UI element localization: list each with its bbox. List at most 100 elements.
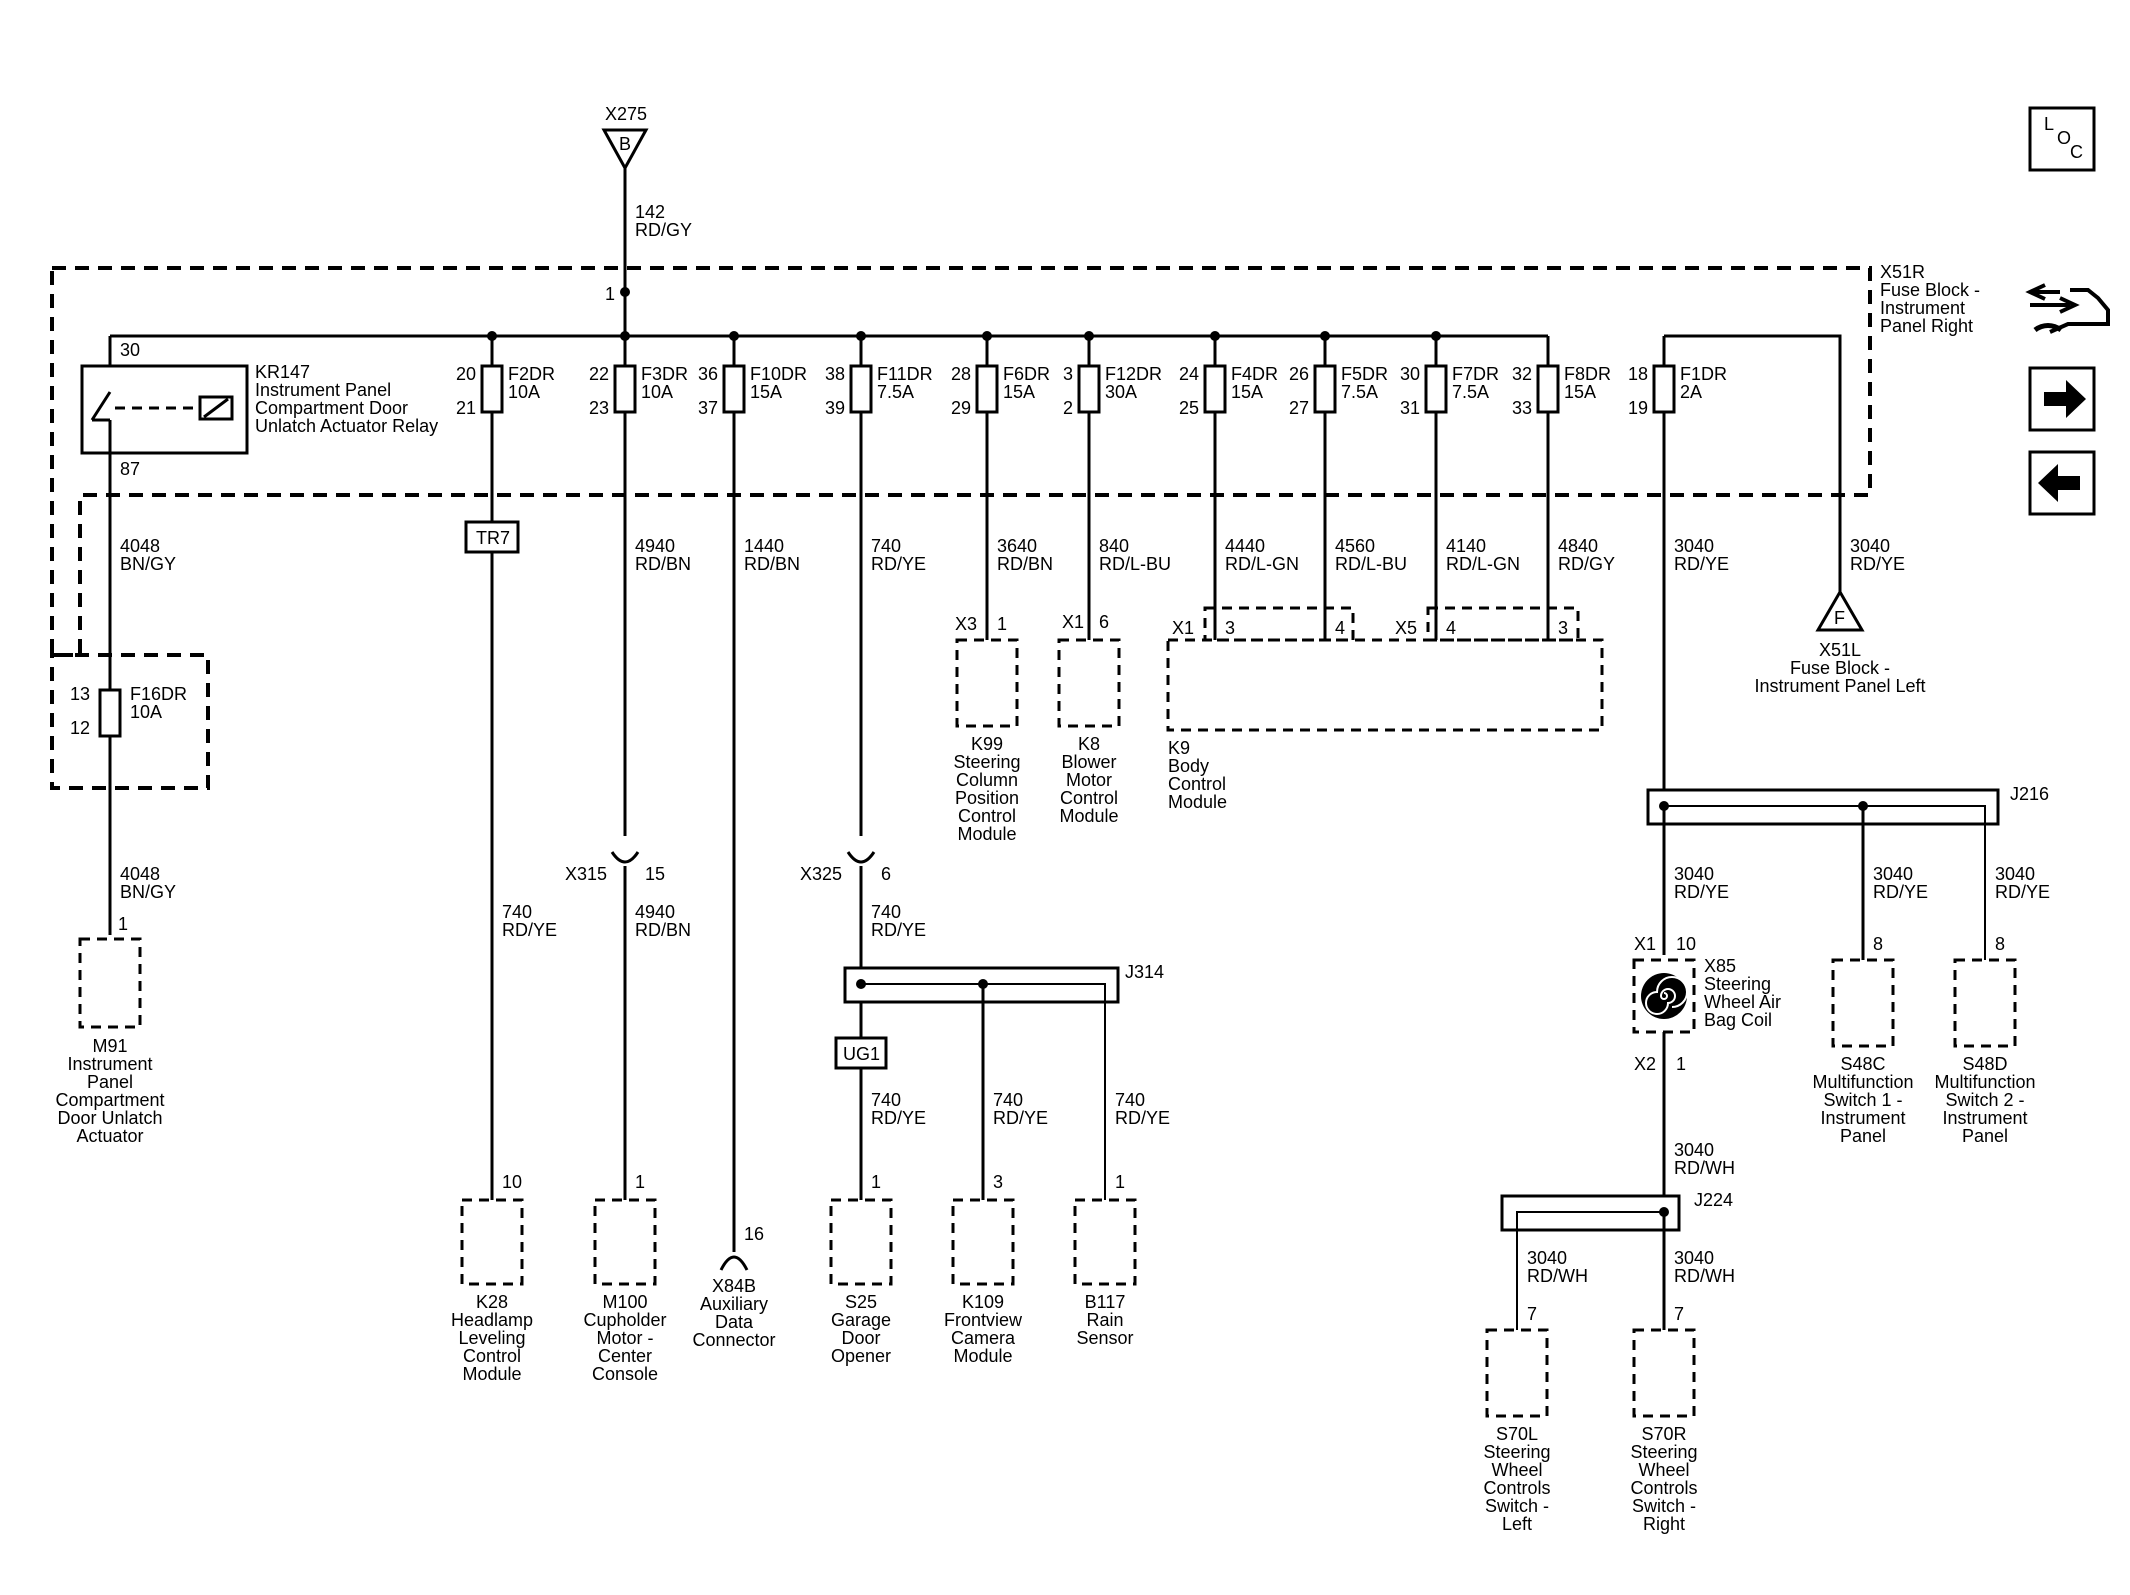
wire-740-color: RD/YE: [871, 1108, 926, 1128]
s70r-desc: Steering: [1630, 1442, 1697, 1462]
s70r-desc: Controls: [1630, 1478, 1697, 1498]
fuse-pin-in: 32: [1512, 364, 1532, 384]
wire-740-number: 740: [871, 536, 901, 556]
connector-view-icon[interactable]: [2025, 283, 2110, 334]
fuse-amperage: 15A: [1564, 382, 1596, 402]
s25-desc: Garage: [831, 1310, 891, 1330]
s48c-component: [1831, 958, 1895, 1048]
x51l-desc: Instrument Panel Left: [1754, 676, 1925, 696]
fuse-pin-in: 30: [1400, 364, 1420, 384]
x315-pin: 15: [645, 864, 665, 884]
k9-desc: Control: [1168, 774, 1226, 794]
wire-740-color: RD/YE: [502, 920, 557, 940]
x315-connector: [610, 851, 640, 864]
f16dr-fuse-outline: [50, 653, 210, 790]
fuse-block-outline: [50, 266, 1872, 657]
loc-button[interactable]: L O C: [2028, 106, 2096, 172]
x51r-label-line4: Panel Right: [1880, 316, 1973, 336]
s48c-desc: Multifunction: [1812, 1072, 1913, 1092]
tr7-label: TR7: [476, 528, 510, 548]
fuse-amperage: 10A: [508, 382, 540, 402]
fuse-pin-in: 20: [456, 364, 476, 384]
wire-3040-color: RD/YE: [1850, 554, 1905, 574]
next-page-button[interactable]: [2028, 366, 2096, 432]
fuse-pin-out: 23: [589, 398, 609, 418]
fuse-amperage: 7.5A: [1452, 382, 1489, 402]
k9-x1-label: X1: [1172, 618, 1194, 638]
fuse-name: F10DR: [750, 364, 807, 384]
f16dr-name: F16DR: [130, 684, 187, 704]
air-bag-coil-icon: [1641, 973, 1688, 1019]
fuse-pin-in: 28: [951, 364, 971, 384]
wire-3040-color: RD/WH: [1674, 1266, 1735, 1286]
k9-x1-pin: 4: [1335, 618, 1345, 638]
k99-name: K99: [971, 734, 1003, 754]
x275-letter: B: [619, 134, 631, 154]
previous-page-button[interactable]: [2028, 450, 2096, 516]
s48c-pin: 8: [1873, 934, 1883, 954]
wire-740-number: 740: [1115, 1090, 1145, 1110]
k9-desc: Module: [1168, 792, 1227, 812]
k109-pin: 3: [993, 1172, 1003, 1192]
k9-x1-pin: 3: [1225, 618, 1235, 638]
wire-4560-number: 4560: [1335, 536, 1375, 556]
s70l-desc: Switch -: [1485, 1496, 1549, 1516]
k28-component: [460, 1198, 524, 1286]
fuse-name: F1DR: [1680, 364, 1727, 384]
fuse-pin-out: 2: [1063, 398, 1073, 418]
loc-letter-l: L: [2044, 114, 2054, 134]
x325-label: X325: [800, 864, 842, 884]
k8-desc: Module: [1059, 806, 1118, 826]
m100-name: M100: [602, 1292, 647, 1312]
k9-x5-pin: 4: [1446, 618, 1456, 638]
wire-4048-color: BN/GY: [120, 882, 176, 902]
b117-desc: Sensor: [1076, 1328, 1133, 1348]
x51l-letter: F: [1834, 608, 1845, 628]
fuse-pin-out: 29: [951, 398, 971, 418]
fuse-pin-out: 39: [825, 398, 845, 418]
wire-3040-number: 3040: [1527, 1248, 1567, 1268]
x84b-connector: [719, 1255, 749, 1271]
wire-3040-number: 3040: [1850, 536, 1890, 556]
s70r-pin: 7: [1674, 1304, 1684, 1324]
s25-name: S25: [845, 1292, 877, 1312]
fuse-pin-out: 37: [698, 398, 718, 418]
kr147-desc-3: Unlatch Actuator Relay: [255, 416, 438, 436]
wire-740-number: 740: [993, 1090, 1023, 1110]
x51l-connector-icon: [1815, 589, 1865, 632]
fuse-name: F6DR: [1003, 364, 1050, 384]
x275-label: X275: [605, 104, 647, 124]
s48d-desc: Panel: [1962, 1126, 2008, 1146]
s48d-desc: Switch 2 -: [1945, 1090, 2024, 1110]
wire-3040-color: RD/YE: [1873, 882, 1928, 902]
splice-dot: [620, 287, 630, 297]
b117-component: [1073, 1198, 1137, 1286]
m100-desc: Motor -: [596, 1328, 653, 1348]
fuse-amperage: 7.5A: [877, 382, 914, 402]
kr147-desc-1: Instrument Panel: [255, 380, 391, 400]
wire-142-number: 142: [635, 202, 665, 222]
wire-4940-color: RD/BN: [635, 920, 691, 940]
m100-desc: Center: [598, 1346, 652, 1366]
wire-4840-color: RD/GY: [1558, 554, 1615, 574]
fuse-amperage: 15A: [1231, 382, 1263, 402]
k9-name: K9: [1168, 738, 1190, 758]
s25-component: [829, 1198, 893, 1286]
s25-desc: Door: [841, 1328, 880, 1348]
k99-desc: Control: [958, 806, 1016, 826]
k8-name: K8: [1078, 734, 1100, 754]
j314-label: J314: [1125, 962, 1164, 982]
wire-3040-color: RD/YE: [1674, 882, 1729, 902]
k9-x5-connector: [1426, 606, 1580, 642]
fuse-name: F11DR: [877, 364, 933, 384]
wire-3040-color: RD/YE: [1674, 554, 1729, 574]
kr147-desc-2: Compartment Door: [255, 398, 408, 418]
ug1-connector: [834, 1036, 888, 1070]
x84b-desc: Auxiliary: [700, 1294, 768, 1314]
wire-4940-color: RD/BN: [635, 554, 691, 574]
fuse-pin-out: 21: [456, 398, 476, 418]
s48d-pin: 8: [1995, 934, 2005, 954]
